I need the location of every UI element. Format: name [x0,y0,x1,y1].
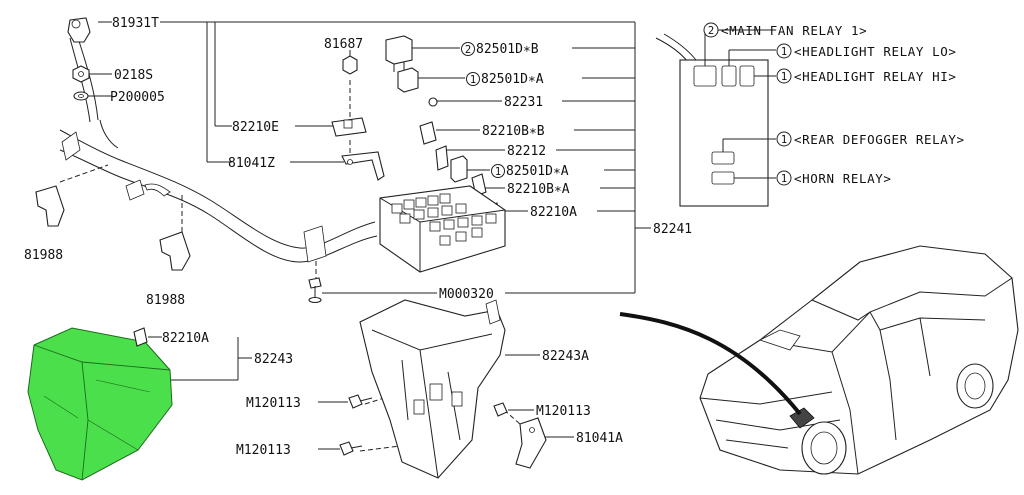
label-0218S: 0218S [114,68,153,83]
leader-lines [59,21,651,452]
clip-81988-b [159,231,191,271]
qty-82501DB: 2 [465,44,471,56]
connector-81931T [67,17,91,43]
label-81988-a: 81988 [24,248,63,263]
bolt-M120113-a [348,394,373,409]
washer-P200005 [73,91,89,101]
relay-label-horn: <HORN RELAY> [794,171,892,186]
label-82210BB: 82210B∗B [482,124,545,139]
relay-label-rear-defogger: <REAR DEFOGGER RELAY> [794,132,965,147]
label-82212: 82212 [507,144,546,159]
relay-82501DA-2 [450,155,468,183]
label-81687: 81687 [324,37,363,52]
label-M120113-c: M120113 [536,404,591,419]
label-82210A-top: 82210A [530,205,577,220]
cover-82243 [27,327,173,481]
fuse-82212 [435,145,449,171]
label-82210BA: 82210B∗A [507,182,570,197]
label-82231: 82231 [504,95,543,110]
label-M000320: M000320 [439,287,494,302]
clip-82210A-bottom [133,327,148,347]
label-81988-b: 81988 [146,293,185,308]
relay-qty-1: 2 [708,25,714,37]
label-82501DA-1: 82501D∗A [481,72,544,87]
relay-qty-3: 1 [781,71,787,83]
qty-82501DA-1: 1 [470,74,476,86]
fuse-82210BB [419,121,437,145]
relay-label-headlight-hi: <HEADLIGHT RELAY HI> [794,69,957,84]
fuse-82231 [428,97,438,107]
label-82243: 82243 [254,352,293,367]
relay-label-main-fan: <MAIN FAN RELAY 1> [721,23,867,38]
label-M120113-b: M120113 [236,443,291,458]
label-81041A: 81041A [576,431,623,446]
fuse-box-82241 [379,185,506,273]
bolt-M000320 [308,277,322,304]
bracket-81041Z [341,151,385,181]
relay-labels: <MAIN FAN RELAY 1> <HEADLIGHT RELAY LO> … [721,23,965,186]
relay-qty-5: 1 [781,173,787,185]
relay-layout-inset [655,29,776,207]
relay-82501DB [385,35,413,72]
nut-81687 [342,55,358,75]
nut-0218S [72,65,90,83]
car-illustration [619,245,1019,475]
label-82241: 82241 [653,222,692,237]
part-labels: 81931T 0218S P200005 81687 82501D∗B 8250… [24,16,692,458]
bracket-82210E [331,117,367,137]
qty-circles: 2 1 1 2 1 1 1 1 [461,22,792,186]
relay-qty-4: 1 [781,134,787,146]
label-81041Z: 81041Z [228,156,275,171]
relay-82501DA-1 [397,67,419,93]
bracket-81041A [515,417,547,469]
label-82210E: 82210E [232,120,279,135]
label-P200005: P200005 [110,90,165,105]
bolt-M120113-b [339,441,363,456]
label-81931T: 81931T [112,16,159,31]
label-82501DA-2: 82501D∗A [506,164,569,179]
relay-label-headlight-lo: <HEADLIGHT RELAY LO> [794,44,957,59]
wiring-harness [59,37,378,263]
tray-82243A [359,299,506,479]
clip-81988-a [35,185,65,227]
qty-82501DA-2: 1 [495,166,501,178]
label-82210A-bottom: 82210A [162,331,209,346]
label-82243A: 82243A [542,349,589,364]
label-M120113-a: M120113 [246,396,301,411]
label-82501DB: 82501D∗B [476,42,539,57]
relay-qty-2: 1 [781,46,787,58]
bolt-M120113-c [493,402,508,417]
